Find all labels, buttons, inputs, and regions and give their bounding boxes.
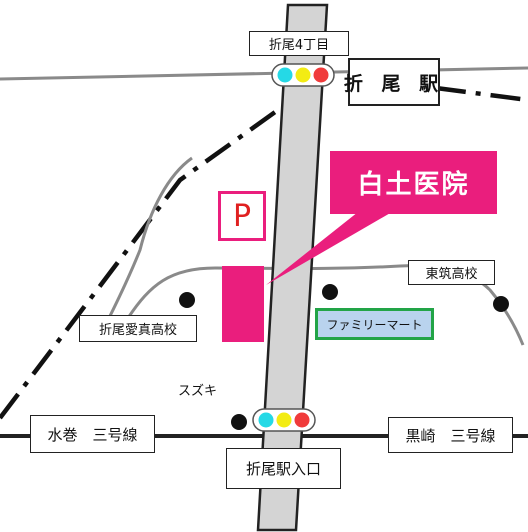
railway-line-southwest — [0, 103, 287, 420]
school-east-label: 東筑高校 — [408, 260, 495, 285]
station-label: 折 尾 駅 — [344, 58, 440, 106]
top-road — [0, 66, 528, 81]
suzuki-label: スズキ — [178, 384, 218, 399]
road-east-label: 黒崎 三号線 — [388, 417, 513, 453]
railway-line-east — [435, 85, 528, 103]
traffic-signal-icon — [271, 63, 335, 87]
school-west-label: 折尾愛真高校 — [79, 315, 197, 342]
landmark-dot-icon — [231, 414, 247, 430]
road-west-label: 水巻 三号線 — [30, 415, 155, 453]
convenience-store: ファミリーマート — [315, 308, 434, 340]
clinic-building — [222, 266, 264, 342]
minor-road-west — [106, 156, 193, 321]
clinic-callout: 白土医院 — [330, 151, 497, 214]
parking-sign: P — [218, 191, 266, 241]
traffic-signal-icon — [252, 408, 316, 432]
landmark-dot-icon — [322, 284, 338, 300]
landmark-dot-icon — [493, 296, 509, 312]
clinic-callout-pointer — [266, 212, 392, 285]
intersection-bottom-label: 折尾駅入口 — [226, 448, 341, 489]
intersection-top-label: 折尾4丁目 — [249, 31, 349, 56]
landmark-dot-icon — [179, 292, 195, 308]
